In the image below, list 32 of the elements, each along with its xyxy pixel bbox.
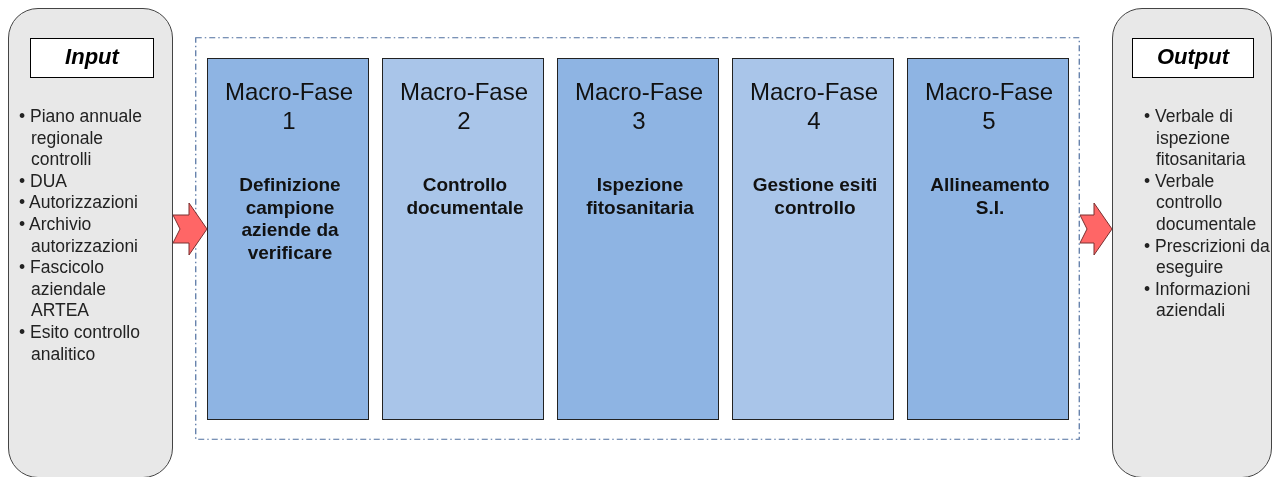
phase-box [557,58,719,420]
phase-title: Macro-Fase 1 [224,77,354,135]
bullet-item: • DUA [19,170,68,193]
bullet-item: • Esito controllo analitico [19,321,141,366]
bullet-item: • Informazioni aziendali [1144,278,1252,322]
block-arrow [172,202,208,256]
bullet-item: • Prescrizioni da eseguire [1144,235,1271,279]
input-panel [8,8,173,477]
block-arrow [1079,202,1113,256]
phase-box [382,58,544,420]
bullet-item: • Archivio autorizzazioni [19,213,139,258]
phase-description: Allineamento S.I. [929,174,1051,220]
phase-title: Macro-Fase 3 [574,77,704,135]
phase-title: Macro-Fase 2 [399,77,529,135]
output-panel [1112,8,1272,477]
phase-box [732,58,894,420]
phase-box [207,58,369,420]
bullet-item: • Verbale controllo documentale [1144,170,1258,236]
panel-heading: Output [1132,38,1254,78]
phase-description: Gestione esiti controllo [751,174,879,220]
phase-title: Macro-Fase 4 [749,77,879,135]
bullet-item: • Piano annuale regionale controlli [19,106,143,171]
bullet-item: • Autorizzazioni [19,192,139,214]
phase-description: Definizione campione aziende da verificare [238,174,342,265]
bullet-item: • Fascicolo aziendale ARTEA [19,257,107,322]
phase-box [907,58,1069,420]
phase-description: Controllo documentale [405,174,525,220]
dashed-frame [195,37,1080,440]
panel-heading: Input [30,38,154,78]
phase-description: Ispezione fitosanitaria [585,174,695,220]
phase-title: Macro-Fase 5 [924,77,1054,135]
bullet-item: • Verbale di ispezione fitosanitaria [1144,106,1247,171]
